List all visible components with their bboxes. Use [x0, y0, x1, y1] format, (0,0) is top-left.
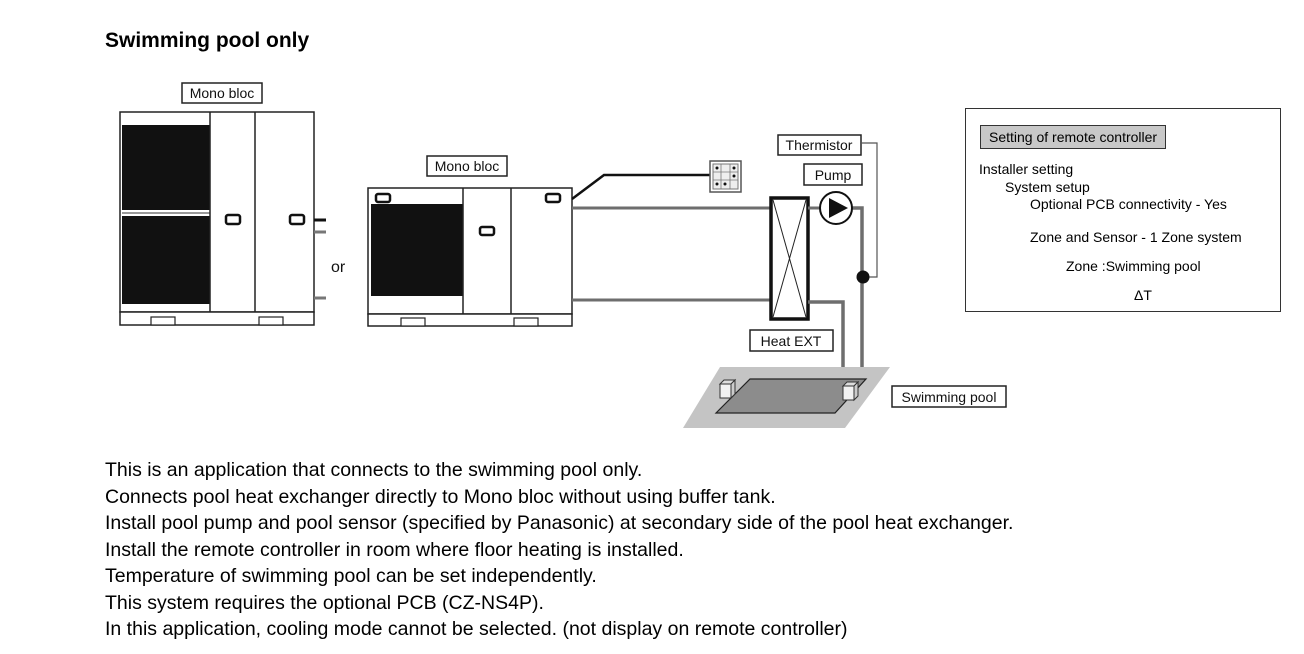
settings-line-zone: Zone :Swimming pool: [1066, 258, 1201, 274]
settings-line-installer: Installer setting: [979, 161, 1074, 177]
thermistor-sensor-icon: [856, 270, 870, 284]
outdoor-unit-large: Mono bloc: [119, 82, 326, 326]
description-line: This system requires the optional PCB (C…: [105, 591, 544, 614]
description-line: Install pool pump and pool sensor (speci…: [105, 512, 1014, 534]
mono-bloc-small-label: Mono bloc: [435, 158, 500, 174]
heat-exchanger-icon: [769, 196, 810, 321]
description: This is an application that connects to …: [105, 457, 1013, 643]
handle-icon: [288, 213, 306, 226]
handle-icon: [224, 213, 242, 226]
pump-label: Pump: [815, 167, 852, 183]
mono-bloc-large-label: Mono bloc: [190, 85, 255, 101]
swimming-pool-label-box: [891, 385, 1007, 408]
heat-ext-label-box: [749, 329, 834, 352]
pool-fitting-icon: [841, 380, 860, 402]
mono-bloc-large-label-box: [181, 82, 263, 104]
or-label: or: [331, 259, 346, 276]
heat-ext-label: Heat EXT: [761, 333, 822, 349]
pool-fitting-icon: [718, 378, 737, 400]
pump-icon: [819, 191, 853, 225]
remote-controller-icon: [709, 160, 742, 193]
thermistor-wire: [861, 142, 878, 278]
settings-header: Setting of remote controller: [980, 125, 1167, 149]
description-line: Install the remote controller in room wh…: [105, 538, 684, 561]
fan-grille-icon: [122, 125, 210, 210]
fan-grille-icon: [371, 204, 463, 296]
primary-pipes: [572, 206, 771, 302]
thermistor-label-box: [777, 134, 862, 156]
thermistor-label: Thermistor: [786, 137, 853, 153]
remote-controller-settings-panel: Setting of remote controller Installer s…: [965, 108, 1281, 312]
settings-line-system-setup: System setup: [1005, 179, 1090, 195]
secondary-pipes: [808, 206, 864, 370]
handle-icon: [374, 192, 392, 204]
mono-bloc-small-label-box: [426, 155, 508, 177]
swimming-pool-icon: [683, 367, 890, 428]
page-title: Swimming pool only: [105, 29, 310, 52]
handle-icon: [544, 192, 562, 204]
settings-line-optional-pcb: Optional PCB connectivity - Yes: [1030, 196, 1227, 212]
controller-wire: [571, 173, 710, 200]
description-line: Temperature of swimming pool can be set …: [105, 565, 597, 587]
handle-icon: [478, 225, 496, 237]
description-line: In this application, cooling mode cannot…: [105, 618, 848, 640]
description-line: This is an application that connects to …: [105, 459, 643, 481]
outdoor-unit-small: Mono bloc: [367, 155, 573, 327]
fan-grille-icon: [122, 216, 210, 304]
settings-line-zone-sensor: Zone and Sensor - 1 Zone system: [1030, 229, 1242, 245]
pump-label-box: [803, 163, 863, 186]
swimming-pool-label: Swimming pool: [902, 389, 997, 405]
settings-line-delta-t: ΔT: [1134, 287, 1152, 303]
description-line: Connects pool heat exchanger directly to…: [105, 485, 776, 508]
